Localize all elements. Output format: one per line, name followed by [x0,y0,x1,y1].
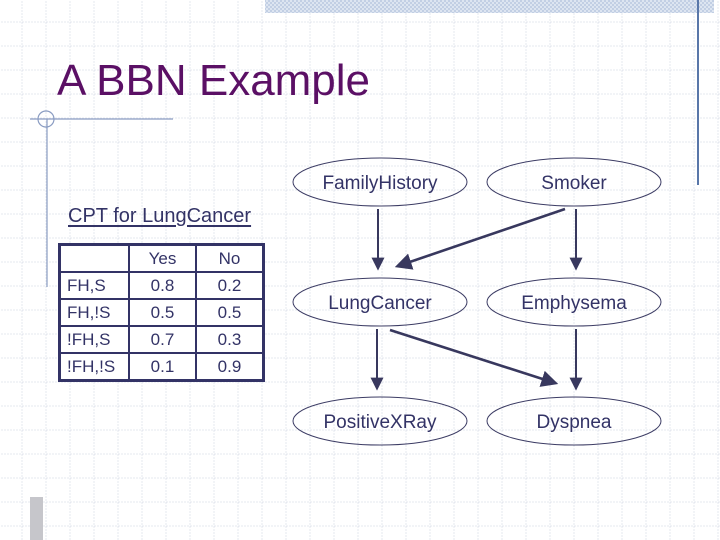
cpt-value-yes: 0.1 [128,352,197,382]
node-label-familyhistory: FamilyHistory [322,173,438,194]
node-ellipse-dyspnea [486,396,662,446]
cpt-rowlabel: FH,!S [58,298,130,327]
cpt-value-yes: 0.7 [128,325,197,354]
cpt-row-fh-s: FH,S 0.8 0.2 [58,271,265,300]
cpt-header-empty [58,243,130,273]
bbn-diagram: FamilyHistory Smoker LungCancer Emphysem… [292,157,662,446]
cpt-value-no: 0.3 [195,325,265,354]
title-rule-circle [37,110,55,128]
bottom-left-gray-strip [30,497,43,540]
cpt-row-notfh-nots: !FH,!S 0.1 0.9 [58,352,265,382]
cpt-rowlabel: !FH,S [58,325,130,354]
cpt-rowlabel: FH,S [58,271,130,300]
edge-smoker-lungcancer [394,207,566,270]
cpt-header-no: No [195,243,265,273]
node-label-positivexray: PositiveXRay [324,412,437,433]
node-ellipse-familyhistory [292,157,468,207]
cpt-caption: CPT for LungCancer [68,205,252,227]
cpt-table: Yes No FH,S 0.8 0.2 FH,!S 0.5 0.5 !FH,S … [58,243,265,382]
edge-lungcancer-dyspnea [389,328,559,387]
node-label-smoker: Smoker [541,173,607,194]
cpt-value-yes: 0.8 [128,271,197,300]
cpt-value-yes: 0.5 [128,298,197,327]
cpt-header-row: Yes No [58,243,265,273]
cpt-value-no: 0.5 [195,298,265,327]
top-accent-bar [265,0,714,13]
node-label-emphysema: Emphysema [521,293,627,314]
cpt-value-no: 0.9 [195,352,265,382]
cpt-header-yes: Yes [128,243,197,273]
cpt-rowlabel: !FH,!S [58,352,130,382]
node-ellipse-lungcancer [292,277,468,327]
node-ellipse-positivexray [292,396,468,446]
node-label-dyspnea: Dyspnea [537,412,612,433]
cpt-row-notfh-s: !FH,S 0.7 0.3 [58,325,265,354]
cpt-value-no: 0.2 [195,271,265,300]
cpt-row-fh-nots: FH,!S 0.5 0.5 [58,298,265,327]
node-ellipse-emphysema [486,277,662,327]
node-ellipse-smoker [486,157,662,207]
node-label-lungcancer: LungCancer [328,293,432,314]
slide-title: A BBN Example [57,56,371,105]
